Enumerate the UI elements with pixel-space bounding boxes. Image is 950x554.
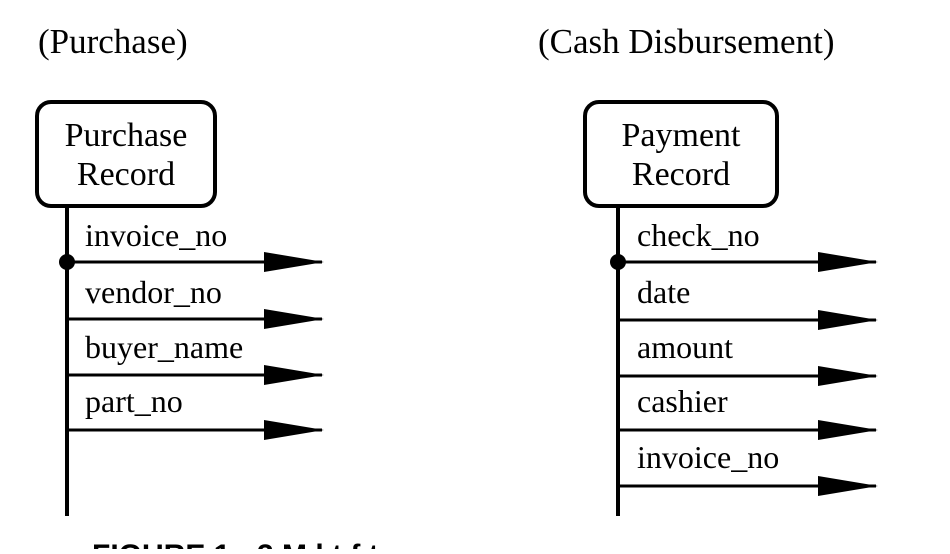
purchase-attribute-invoice-no: invoice_no [67, 217, 324, 272]
purchase-attribute-part-no: part_no [67, 383, 324, 440]
cash-disbursement-diagram: (Cash Disbursement) Payment Record check… [538, 22, 878, 516]
purchase-heading: (Purchase) [38, 22, 188, 61]
attribute-label: vendor_no [85, 274, 222, 310]
cash-disbursement-heading: (Cash Disbursement) [538, 22, 834, 61]
payment-attribute-invoice-no: invoice_no [618, 439, 878, 496]
purchase-record-label-line2: Record [77, 156, 175, 193]
attribute-label: amount [637, 329, 733, 365]
attribute-label: cashier [637, 383, 728, 419]
attribute-label: invoice_no [85, 217, 227, 253]
purchase-attribute-buyer-name: buyer_name [67, 329, 324, 385]
attribute-label: buyer_name [85, 329, 243, 365]
payment-record-label-line2: Record [632, 156, 730, 193]
payment-record-box [583, 100, 779, 208]
payment-attribute-date: date [618, 274, 878, 330]
purchase-diagram: (Purchase) Purchase Record invoice_no ve… [35, 22, 324, 516]
purchase-attribute-vendor-no: vendor_no [67, 274, 324, 329]
attribute-label: part_no [85, 383, 183, 419]
payment-attribute-check-no: check_no [618, 217, 878, 272]
attribute-label: invoice_no [637, 439, 779, 475]
attribute-label: date [637, 274, 690, 310]
purchase-record-box [35, 100, 217, 208]
payment-attribute-amount: amount [618, 329, 878, 386]
purchase-record-label-line1: Purchase [65, 117, 188, 154]
payment-record-label-line1: Payment [622, 117, 742, 154]
figure-caption: FIGURE 1 · 3 M l t f t [92, 539, 379, 549]
attribute-label: check_no [637, 217, 760, 253]
payment-attribute-cashier: cashier [618, 383, 878, 440]
